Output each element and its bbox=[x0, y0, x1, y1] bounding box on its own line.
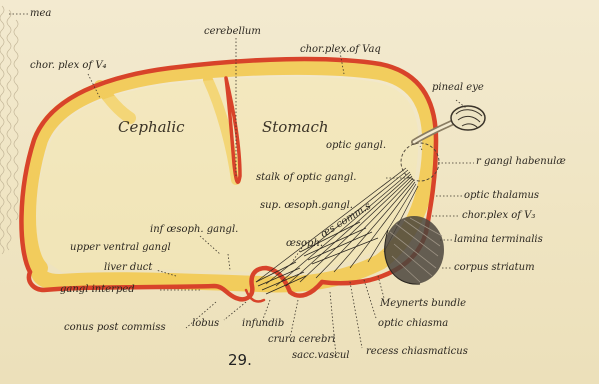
label-corpus-striatum: corpus striatum bbox=[454, 262, 535, 274]
label-stomach: Stomach bbox=[262, 118, 329, 136]
left-margin-texture bbox=[0, 6, 18, 254]
label-stalk-optic-gangl: stalk of optic gangl. bbox=[256, 172, 356, 184]
label-optic-chiasma: optic chiasma bbox=[378, 318, 448, 330]
label-pineal-eye: pineal eye bbox=[432, 82, 484, 94]
label-optic-gangl: optic gangl. bbox=[326, 140, 386, 152]
label-sup-oesoph-gangl: sup. œsoph.gangl. bbox=[260, 200, 353, 212]
label-r-gangl-habenulae: r gangl habenulæ bbox=[476, 156, 566, 168]
label-meynerts-bundle: Meynerts bundle bbox=[380, 298, 466, 310]
label-upper-ventral-gangl: upper ventral gangl bbox=[70, 242, 171, 254]
label-chor-plex-v4: chor. plex of V₄ bbox=[30, 60, 107, 72]
label-oesoph: œsoph. bbox=[286, 238, 323, 250]
label-chor-plex-vaq: chor.plex.of Vaq bbox=[300, 44, 381, 56]
figure-number: 29. bbox=[228, 354, 252, 366]
label-lobus: lobus bbox=[192, 318, 219, 330]
label-gangl-interped: gangl interped bbox=[60, 284, 135, 296]
label-mea: mea bbox=[30, 8, 51, 20]
label-liver-duct: liver duct bbox=[104, 262, 152, 274]
label-inf-oesoph-gangl: inf œsoph. gangl. bbox=[150, 224, 238, 236]
corpus-striatum bbox=[384, 216, 444, 284]
label-cerebellum: cerebellum bbox=[204, 26, 261, 38]
label-conus-post-commiss: conus post commiss bbox=[64, 322, 166, 334]
label-infundib: infundib bbox=[242, 318, 284, 330]
label-optic-thalamus: optic thalamus bbox=[464, 190, 539, 202]
label-recess-chiasmaticus: recess chiasmaticus bbox=[366, 346, 468, 358]
label-crura-cerebri: crura cerebri bbox=[268, 334, 335, 346]
label-lamina-terminalis: lamina terminalis bbox=[454, 234, 543, 246]
label-cephalic: Cephalic bbox=[118, 118, 185, 136]
label-chor-plex-v3: chor.plex of V₃ bbox=[462, 210, 535, 222]
label-sacc-vascul: sacc.vascul bbox=[292, 350, 349, 362]
